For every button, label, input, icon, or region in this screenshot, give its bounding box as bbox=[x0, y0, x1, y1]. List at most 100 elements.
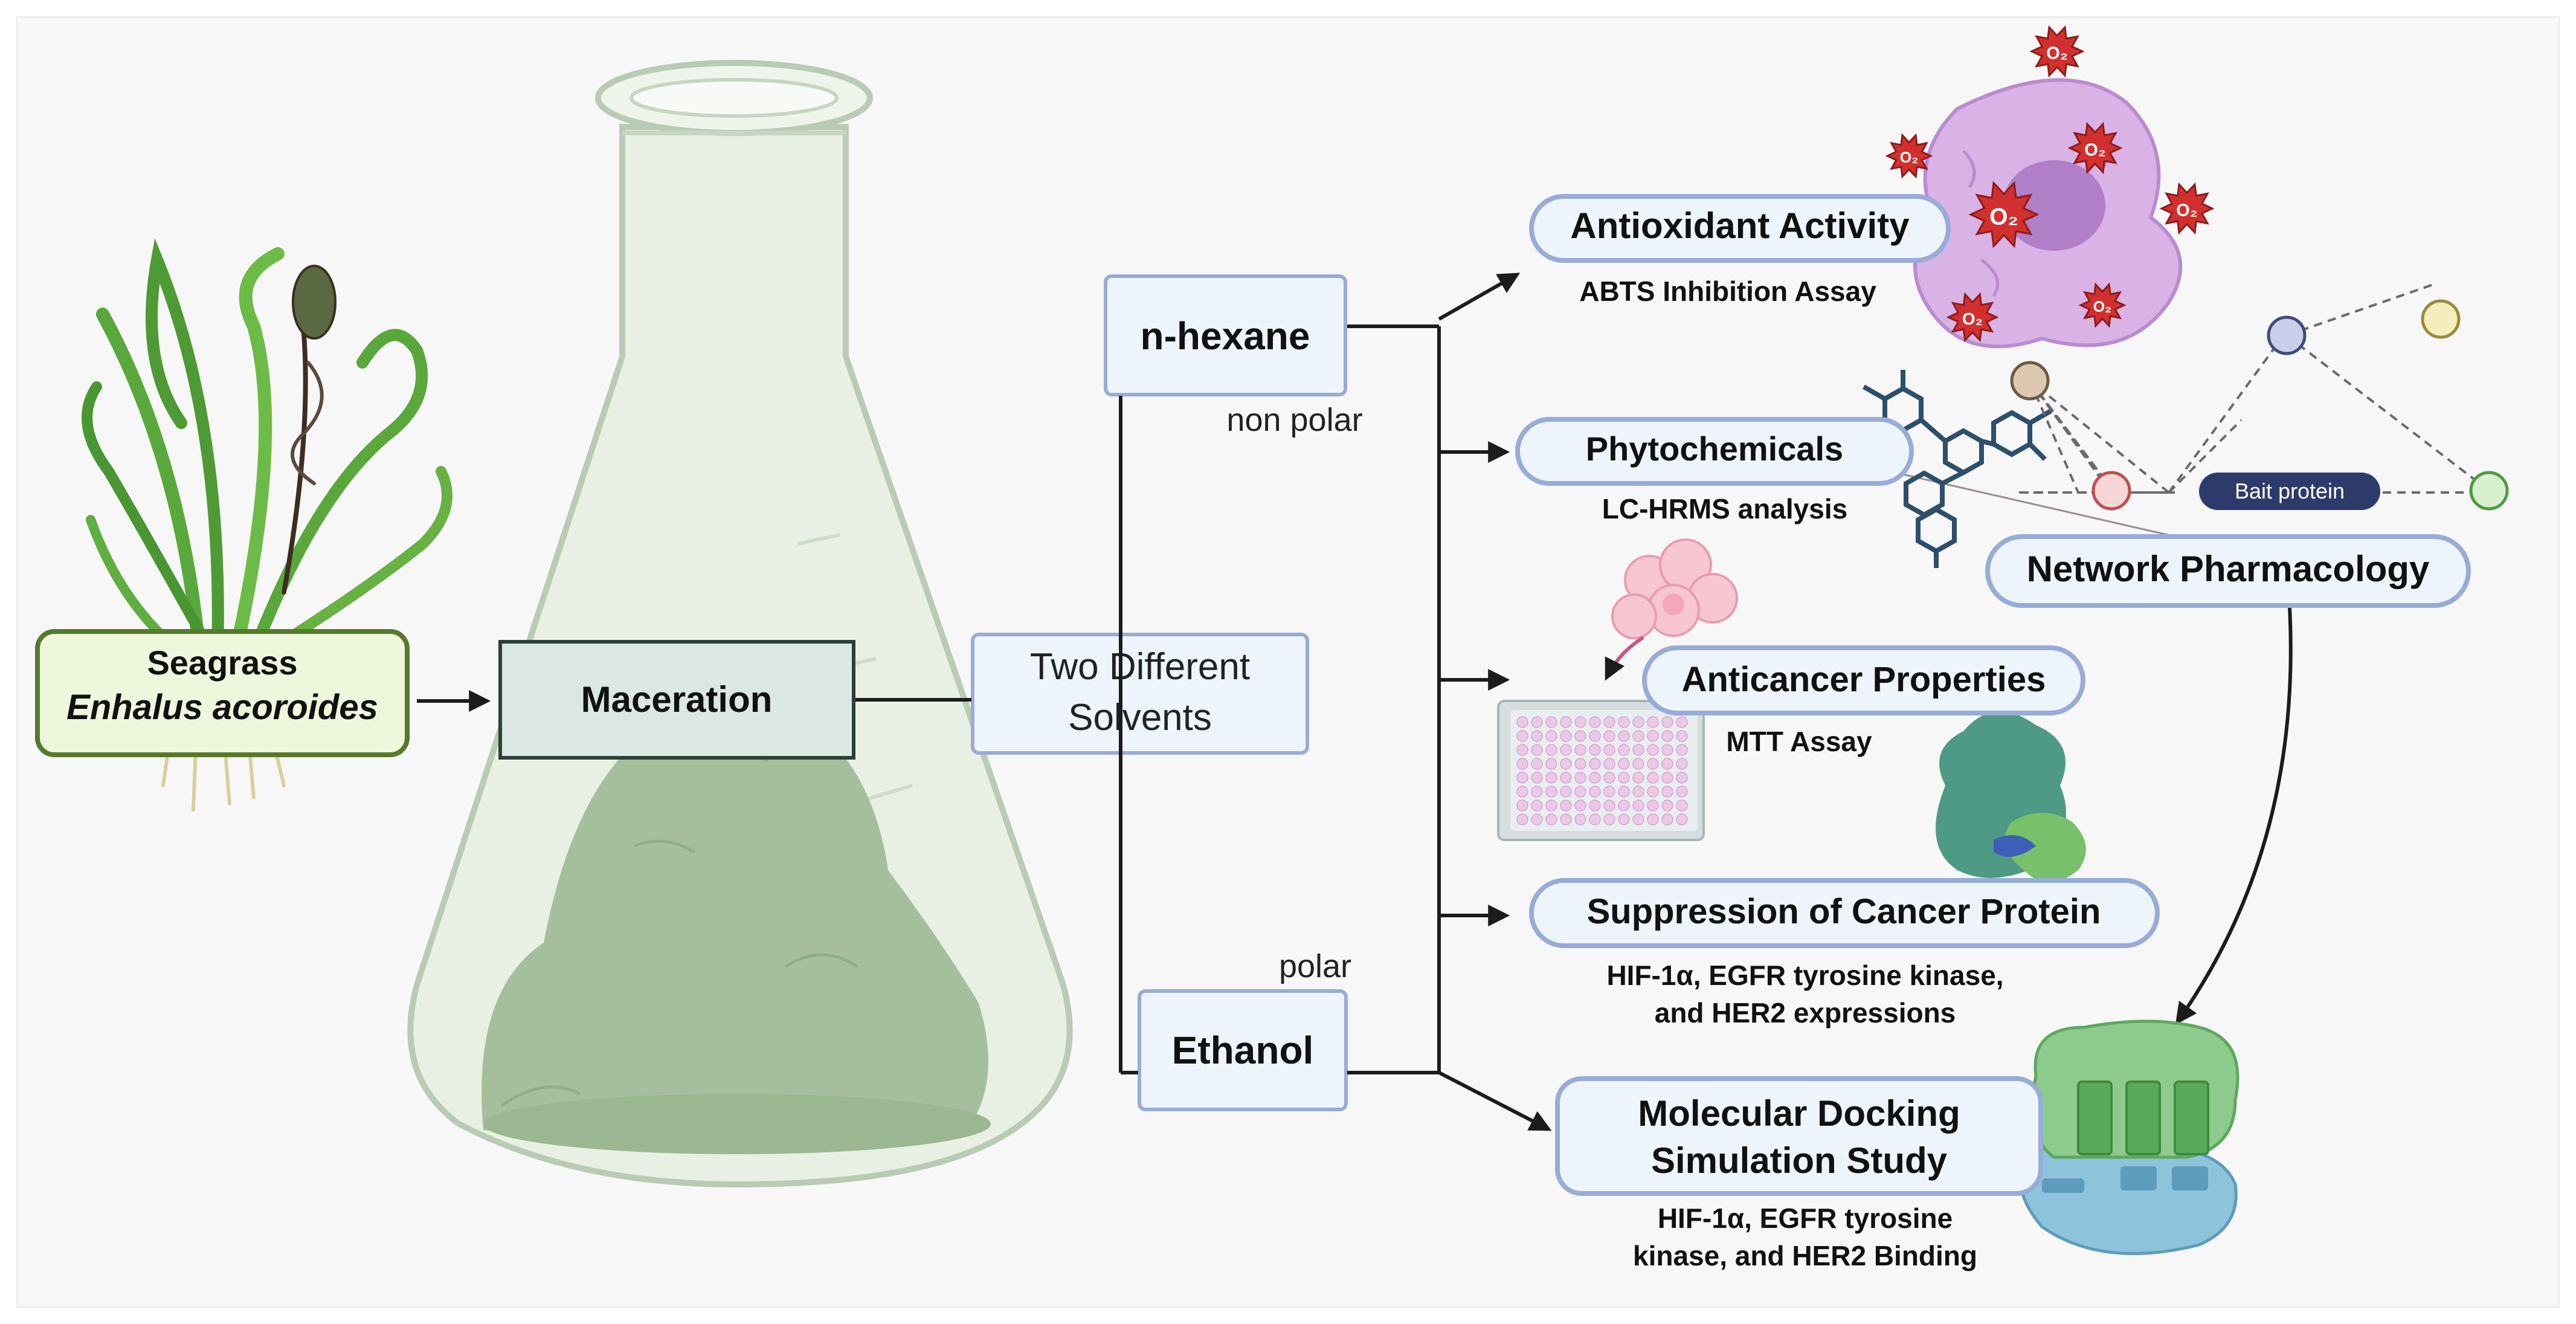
well-plate bbox=[1497, 700, 1705, 841]
plate-well bbox=[1618, 730, 1630, 742]
bait-protein-label: Bait protein bbox=[2235, 479, 2345, 503]
bait-protein-pill bbox=[2199, 473, 2380, 510]
plate-well bbox=[1676, 758, 1688, 770]
plate-well bbox=[1574, 799, 1586, 812]
molecule-illustration bbox=[1863, 370, 2052, 568]
plate-well bbox=[1574, 730, 1586, 742]
ros-label: O₂ bbox=[1989, 204, 2018, 230]
plate-well bbox=[1647, 813, 1659, 825]
ros-label: O₂ bbox=[2084, 141, 2105, 160]
ros-marker: O₂ bbox=[2078, 282, 2127, 328]
ros-label: O₂ bbox=[2046, 44, 2067, 63]
antioxidant-sub: ABTS Inhibition Assay bbox=[1579, 276, 1876, 307]
plate-well bbox=[1589, 813, 1601, 825]
ros-marker: O₂ bbox=[2067, 121, 2123, 175]
plate-well bbox=[1603, 744, 1615, 756]
plate-well bbox=[1589, 716, 1601, 728]
ros-label: O₂ bbox=[2093, 299, 2112, 315]
plate-well bbox=[1560, 772, 1572, 784]
anticancer-title: Anticancer Properties bbox=[1682, 660, 2046, 699]
plate-well bbox=[1516, 813, 1528, 825]
plate-well bbox=[1618, 813, 1630, 825]
plate-well bbox=[1632, 758, 1644, 770]
plate-well bbox=[1560, 786, 1572, 798]
plate-well bbox=[1516, 772, 1528, 784]
anticancer-sub: MTT Assay bbox=[1726, 726, 1872, 757]
outcome-suppression: Suppression of Cancer Protein HIF-1α, EG… bbox=[1529, 878, 2160, 1029]
plate-well bbox=[1531, 758, 1543, 770]
plate-well bbox=[1516, 730, 1528, 742]
phytochemicals-sub: LC-HRMS analysis bbox=[1602, 493, 1847, 525]
ethanol-label: Ethanol bbox=[1172, 1029, 1314, 1072]
seagrass-illustration bbox=[82, 238, 452, 812]
plate-well bbox=[1574, 744, 1586, 756]
plate-well bbox=[1545, 772, 1557, 784]
plate-well bbox=[1603, 716, 1615, 728]
plate-well bbox=[1516, 744, 1528, 756]
plate-well bbox=[1676, 730, 1688, 742]
protein-illustration bbox=[1936, 711, 2086, 882]
plate-well bbox=[1560, 716, 1572, 728]
plate-well bbox=[1545, 799, 1557, 812]
plate-well bbox=[1661, 758, 1673, 770]
solvents-label-line2: Solvents bbox=[1068, 697, 1212, 738]
plate-well bbox=[1661, 772, 1673, 784]
plate-well bbox=[1545, 716, 1557, 728]
plate-well bbox=[1589, 772, 1601, 784]
maceration-label: Maceration bbox=[581, 679, 773, 720]
ros-label: O₂ bbox=[2176, 201, 2197, 221]
connectors bbox=[417, 273, 2293, 1131]
ros-markers: O₂ O₂ O₂ O₂ O₂ O₂ O₂ bbox=[1885, 25, 2215, 343]
docking-illustration bbox=[2018, 1019, 2240, 1256]
plate-well bbox=[1618, 744, 1630, 756]
plate-well bbox=[1589, 744, 1601, 756]
arrow-to-antioxidant bbox=[1438, 273, 1521, 321]
plate-well bbox=[1647, 730, 1659, 742]
plate-well bbox=[1647, 758, 1659, 770]
ros-label: O₂ bbox=[1962, 309, 1983, 328]
ros-marker: O₂ bbox=[1946, 292, 1999, 343]
outcome-docking: Molecular Docking Simulation Study HIF-1… bbox=[1555, 1076, 2043, 1271]
plate-well bbox=[1574, 772, 1586, 784]
plate-well bbox=[1632, 786, 1644, 798]
solvents-box: Two Different Solvents bbox=[971, 633, 1309, 755]
plate-well bbox=[1603, 730, 1615, 742]
ros-marker: O₂ bbox=[2029, 25, 2085, 78]
plate-well bbox=[1589, 786, 1601, 798]
source-species: Enhalus acoroides bbox=[66, 688, 378, 727]
ros-marker: O₂ bbox=[1885, 133, 1933, 179]
phytochemicals-title: Phytochemicals bbox=[1586, 430, 1843, 468]
plate-well bbox=[1676, 786, 1688, 798]
plate-well bbox=[1676, 799, 1688, 812]
plate-well bbox=[1560, 799, 1572, 812]
plate-well bbox=[1618, 786, 1630, 798]
network-pharmacology-box: Network Pharmacology bbox=[1985, 534, 2471, 608]
plate-well bbox=[1661, 813, 1673, 825]
solvents-label-line1: Two Different bbox=[1030, 646, 1250, 688]
plate-well bbox=[1545, 744, 1557, 756]
plate-well bbox=[1589, 799, 1601, 812]
plate-well bbox=[1603, 813, 1615, 825]
plate-well bbox=[1516, 716, 1528, 728]
plate-well bbox=[1676, 744, 1688, 756]
antioxidant-title: Antioxidant Activity bbox=[1570, 205, 1910, 246]
plate-well bbox=[1545, 813, 1557, 825]
plate-well bbox=[1603, 786, 1615, 798]
plate-well bbox=[1661, 799, 1673, 812]
plate-well bbox=[1676, 716, 1688, 728]
ethanol-box: Ethanol bbox=[1138, 989, 1348, 1111]
ros-marker: O₂ bbox=[2159, 182, 2215, 235]
maceration-box: Maceration bbox=[498, 640, 855, 760]
plate-well bbox=[1531, 744, 1543, 756]
plate-well bbox=[1560, 744, 1572, 756]
plate-well bbox=[1574, 758, 1586, 770]
plate-well bbox=[1574, 813, 1586, 825]
ros-label: O₂ bbox=[1900, 149, 1919, 166]
plate-well bbox=[1632, 730, 1644, 742]
plate-well bbox=[1661, 744, 1673, 756]
arrow-network-to-docking bbox=[2175, 607, 2293, 1025]
cancer-cell-cluster bbox=[1605, 538, 1738, 681]
plate-well bbox=[1603, 758, 1615, 770]
plate-well bbox=[1531, 813, 1543, 825]
plate-well bbox=[1589, 730, 1601, 742]
